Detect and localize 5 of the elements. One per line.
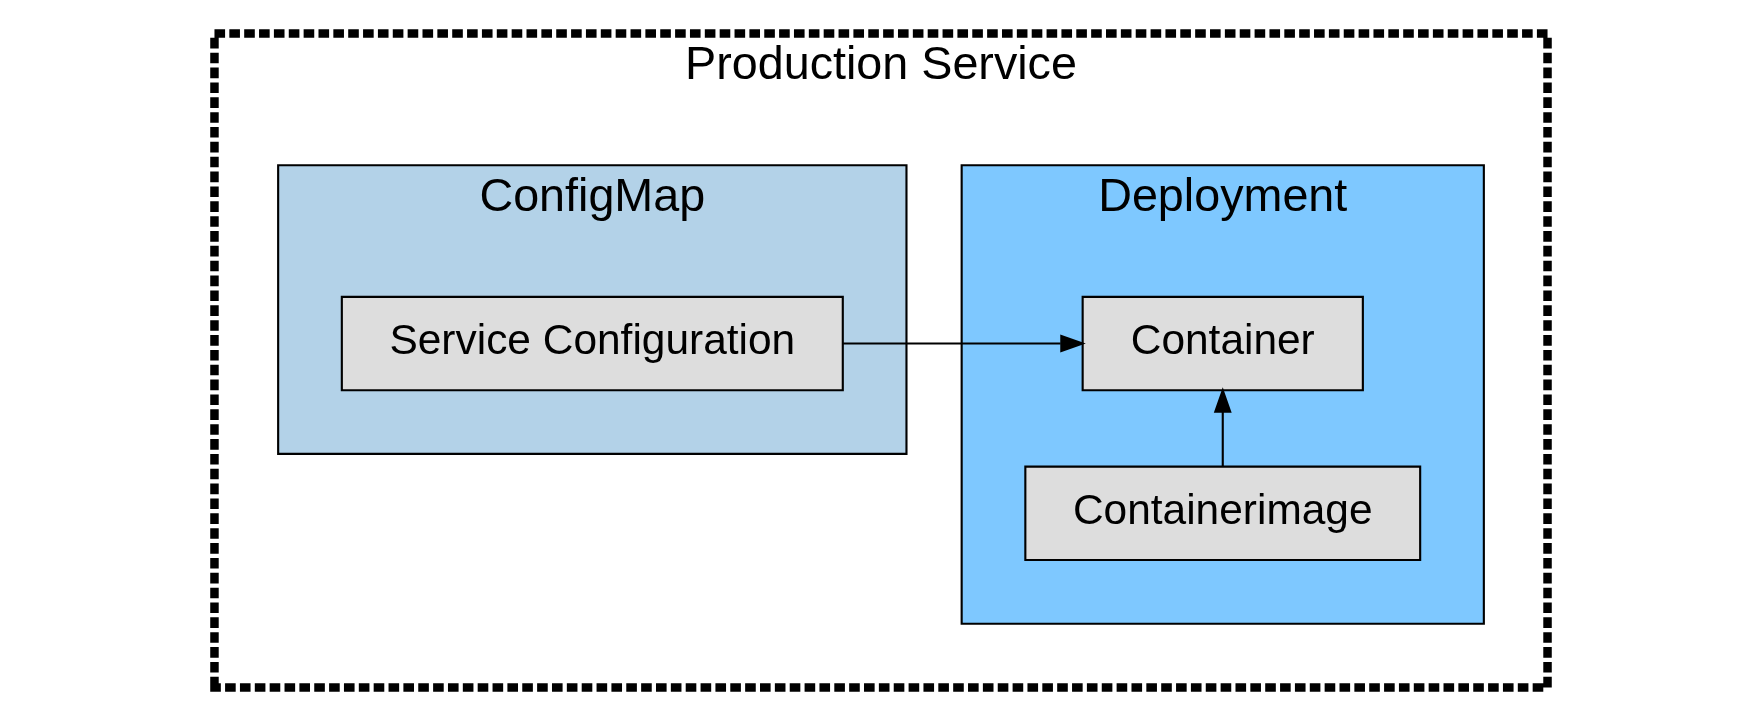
node-box: Containerimage [1023,465,1421,562]
arrow [842,334,1086,353]
node-box: Container [1081,295,1364,392]
arrow [1213,387,1232,467]
node-box: Service Configuration [340,295,844,392]
